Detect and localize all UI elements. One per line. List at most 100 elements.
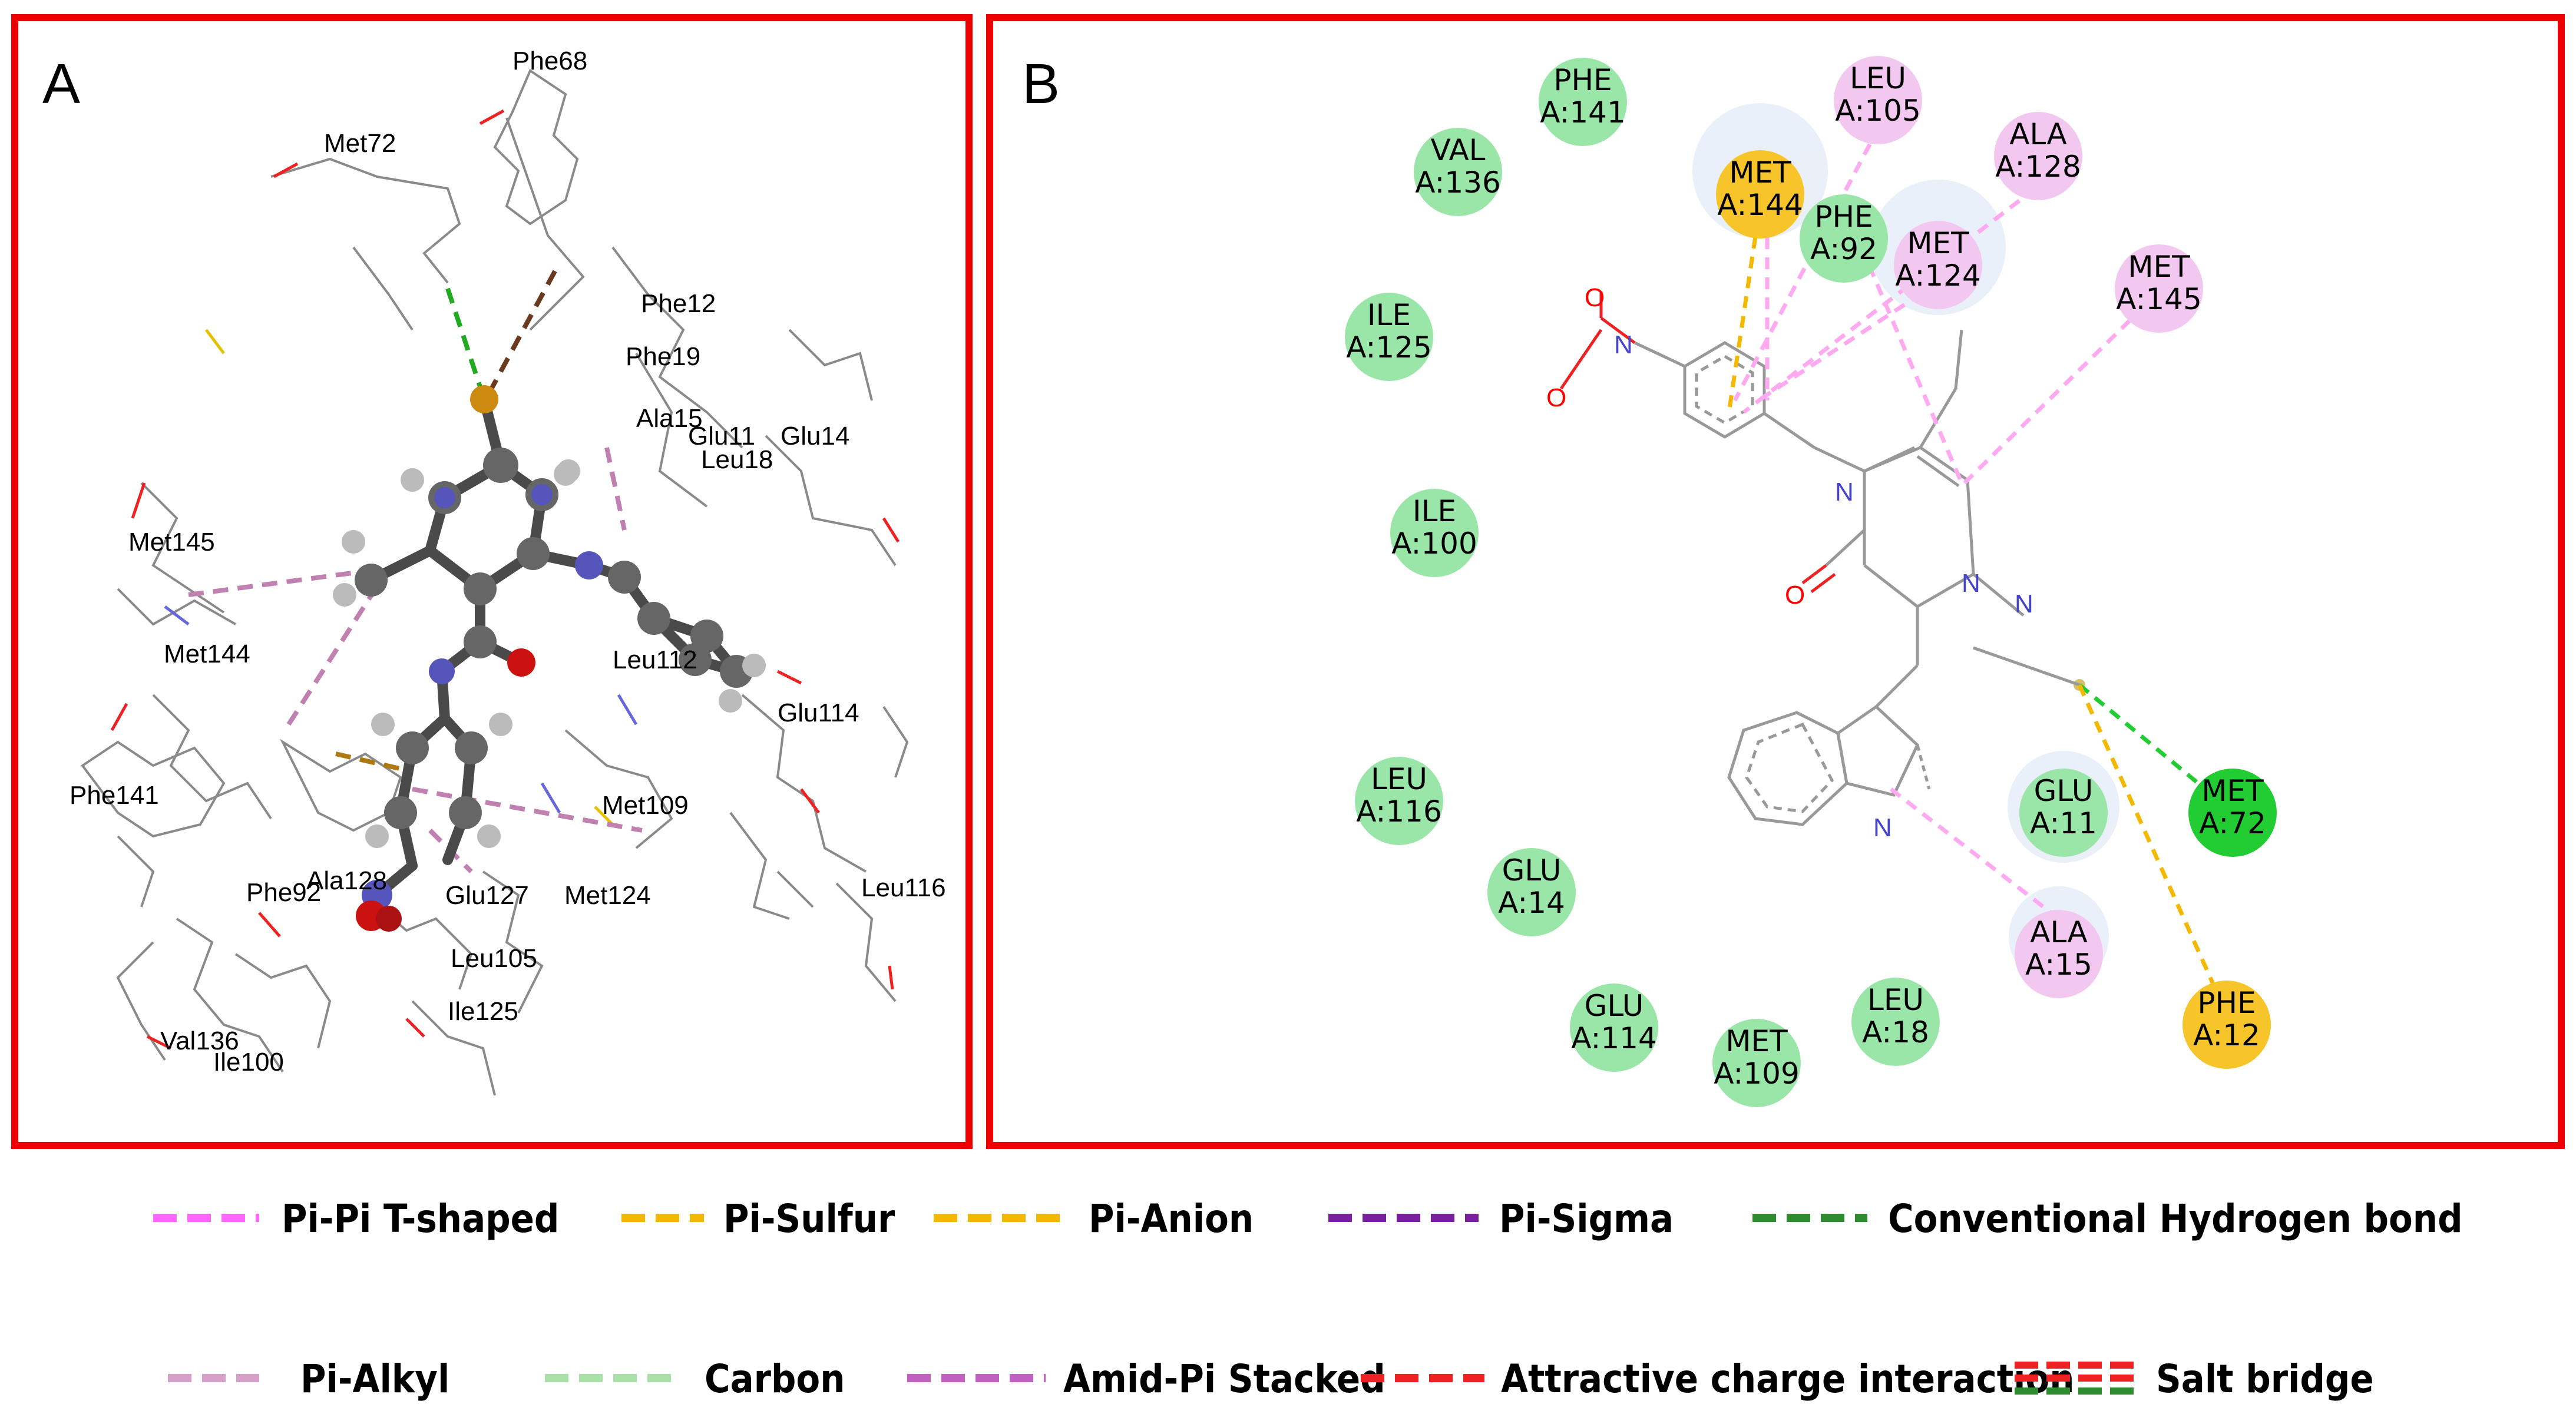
residue-disc-pi-sulfur-phe12[interactable]: PHE A:12 [2183,981,2271,1069]
panel-b-letter: B [1022,52,1060,115]
label-phe19: Phe19 [626,342,700,371]
res-phe12-id: A:12 [2193,1018,2260,1052]
panel-a-letter: A [42,52,80,115]
legend-item-conventional-hydrogen-bond: Conventional Hydrogen bond [1752,1196,2463,1241]
res-glu11-id: A:11 [2030,806,2097,840]
legend-item-amid-pi-stacked: Amid-Pi Stacked [907,1356,1385,1402]
res-phe92-name: PHE [1814,200,1873,234]
svg-text:O: O [1546,383,1566,412]
res-met72-name: MET [2201,774,2264,808]
legend-label-conventional-hydrogen-bond: Conventional Hydrogen bond [1888,1196,2463,1241]
panel-a-interactions [188,267,643,873]
legend-label-salt-bridge: Salt bridge [2156,1356,2374,1402]
res-met72-id: A:72 [2199,806,2266,840]
label-glu114: Glu114 [778,698,859,727]
legend-label-pi-sulfur: Pi-Sulfur [723,1196,895,1241]
res-ile125-name: ILE [1367,298,1411,332]
res-ile100-id: A:100 [1391,526,1477,561]
label-ala15: Ala15 [636,404,703,433]
res-ala128-id: A:128 [1995,150,2081,184]
residue-disc-carbon-phe141[interactable]: PHE A:141 [1539,58,1627,146]
svg-text:N: N [1962,569,1980,598]
svg-text:N: N [1614,330,1633,359]
label-phe68: Phe68 [512,47,587,75]
residue-disc-pi-alkyl-ala128[interactable]: ALA A:128 [1994,112,2082,200]
panel-a: A [11,14,973,1149]
res-leu116-id: A:116 [1356,794,1442,829]
svg-text:N: N [1835,478,1854,506]
res-met124-id: A:124 [1895,259,1981,293]
residue-disc-carbon-glu114[interactable]: GLU A:114 [1570,983,1658,1072]
residue-disc-pi-alkyl-met124[interactable]: MET A:124 [1894,221,1982,309]
svg-text:O: O [1585,283,1605,312]
res-phe92-id: A:92 [1810,232,1877,266]
residue-disc-carbon-leu18[interactable]: LEU A:18 [1851,978,1940,1066]
res-val136-name: VAL [1430,133,1485,167]
label-ala128: Ala128 [306,866,387,895]
label-glu127: Glu127 [445,881,529,910]
res-glu114-id: A:114 [1571,1021,1657,1055]
label-phe141: Phe141 [70,781,159,810]
res-phe12-name: PHE [2197,986,2256,1020]
legend-item-attractive-charge: Attractive charge interaction [1361,1356,2075,1402]
res-met124-name: MET [1907,226,1969,260]
res-phe141-name: PHE [1553,63,1612,97]
residue-disc-pi-alkyl-met145[interactable]: MET A:145 [2115,244,2203,333]
oxygen-atom [507,648,535,677]
label-leu18: Leu18 [701,445,773,474]
residue-disc-pi-sulfur-met144[interactable]: MET A:144 [1716,150,1804,239]
label-met145: Met145 [128,528,215,557]
label-ile125: Ile125 [448,997,518,1026]
residue-disc-carbon-phe92[interactable]: PHE A:92 [1800,194,1888,283]
legend-label-pi-sigma: Pi-Sigma [1499,1196,1674,1241]
ligand-heteroatom-labels: O O N N O N N N [1546,283,2033,842]
res-phe141-id: A:141 [1540,95,1626,130]
residue-disc-carbon-glu11[interactable]: GLU A:11 [2019,769,2108,857]
res-ile125-id: A:125 [1346,330,1432,365]
label-phe12: Phe12 [641,289,716,318]
legend-item-pi-alkyl: Pi-Alkyl [168,1356,449,1402]
label-val136: Val136 [160,1026,239,1055]
residue-disc-carbon-met109[interactable]: MET A:109 [1712,1019,1801,1107]
res-glu14-id: A:14 [1498,886,1565,920]
legend-label-pi-pi-t-shaped: Pi-Pi T-shaped [282,1196,559,1241]
residue-disc-pi-alkyl-ala15[interactable]: ALA A:15 [2015,910,2103,998]
residue-disc-carbon-val136[interactable]: VAL A:136 [1414,128,1502,216]
res-val136-id: A:136 [1415,165,1501,200]
res-ala15-id: A:15 [2025,948,2092,982]
svg-text:O: O [1785,581,1805,610]
legend-item-carbon: Carbon [545,1356,845,1402]
residue-disc-pi-alkyl-leu105[interactable]: LEU A:105 [1834,56,1922,144]
residue-disc-carbon-ile100[interactable]: ILE A:100 [1390,489,1479,577]
residue-disc-carbon-glu14[interactable]: GLU A:14 [1487,848,1576,936]
res-leu105-id: A:105 [1835,94,1921,128]
panel-a-residue-labels: Phe68 Met72 Phe12 Phe19 Ala15 Glu11 Glu1… [70,47,946,1077]
res-ala128-name: ALA [2009,117,2066,151]
label-leu116: Leu116 [861,873,946,902]
legend: Pi-Pi T-shaped Pi-Sulfur Pi-Anion Pi-Sig… [153,1196,2463,1402]
res-leu116-name: LEU [1371,762,1427,796]
res-met109-id: A:109 [1714,1057,1800,1091]
label-met72: Met72 [324,129,396,158]
svg-text:N: N [2015,590,2033,618]
res-glu114-name: GLU [1585,989,1644,1023]
residue-disc-carbon-ile125[interactable]: ILE A:125 [1345,293,1433,381]
legend-item-pi-pi-t-shaped: Pi-Pi T-shaped [153,1196,559,1241]
res-met145-id: A:145 [2116,282,2202,316]
res-glu14-name: GLU [1502,853,1562,887]
legend-item-pi-sulfur: Pi-Sulfur [621,1196,895,1241]
residue-disc-hbond-met72[interactable]: MET A:72 [2188,769,2277,857]
panel-b-interactions [1727,125,2228,1002]
legend-item-salt-bridge: Salt bridge [2015,1356,2374,1402]
ligand-ball-and-stick [333,385,766,932]
label-leu112: Leu112 [613,645,697,674]
label-met124: Met124 [564,881,651,910]
svg-text:N: N [1873,813,1892,842]
label-met144: Met144 [164,640,250,668]
res-ile100-name: ILE [1413,494,1456,528]
nitro-group [1559,292,1836,593]
res-leu18-id: A:18 [1862,1015,1929,1049]
legend-label-carbon: Carbon [705,1356,845,1402]
residue-disc-carbon-leu116[interactable]: LEU A:116 [1355,757,1443,845]
